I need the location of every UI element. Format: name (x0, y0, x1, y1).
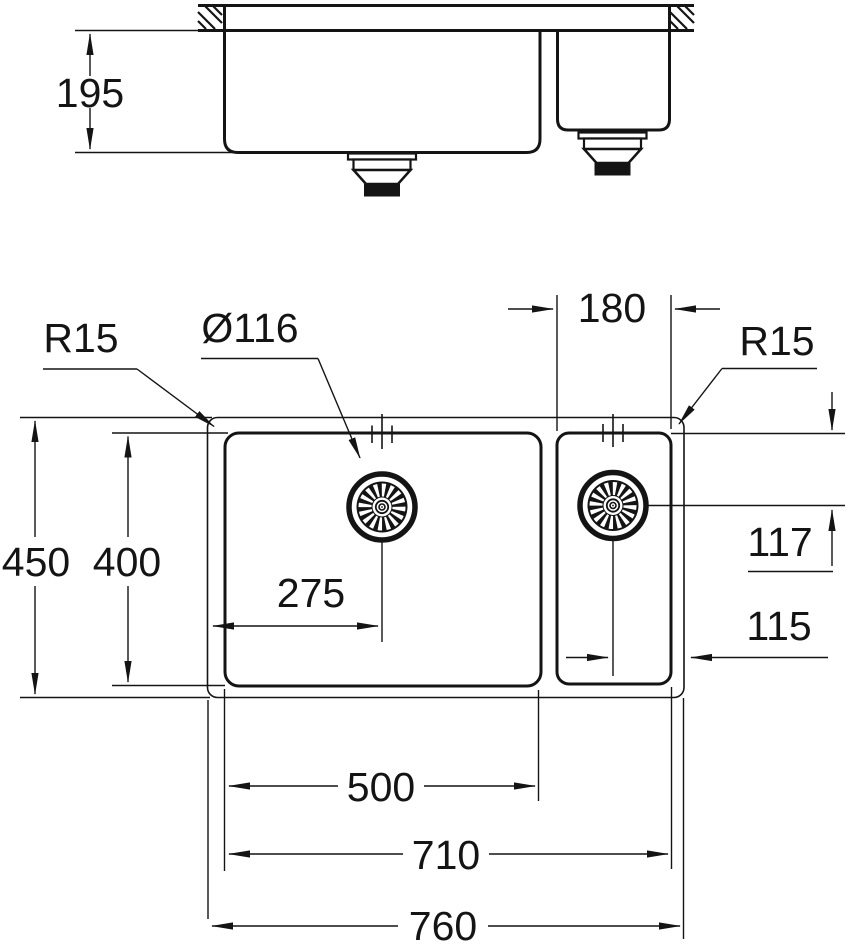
side-view: 195 (56, 4, 695, 198)
r15-right-leader (678, 368, 723, 425)
small-bowl-outline (555, 431, 673, 686)
dim-275-label: 275 (277, 570, 345, 616)
dim-760-label: 760 (409, 903, 477, 945)
dim-500-label: 500 (347, 764, 415, 810)
extension-lines (20, 295, 845, 939)
dim-117-label: 117 (747, 519, 812, 565)
centerlines (371, 414, 624, 676)
plan-view: R15 Ø116 180 R15 450 400 275 117 115 (2, 285, 845, 945)
drain-dia-label: Ø116 (201, 305, 298, 351)
r15-right-label: R15 (739, 318, 814, 364)
main-drain-plan (349, 474, 415, 540)
r15-left-label: R15 (43, 315, 118, 361)
small-drain-side (577, 131, 648, 177)
main-bowl-outline (223, 431, 543, 688)
dim-195-label: 195 (56, 70, 124, 116)
dim-710-label: 710 (412, 832, 480, 878)
dim-180-label: 180 (578, 285, 646, 331)
small-drain-plan (580, 473, 646, 539)
hatch-left (197, 5, 223, 30)
r15-left-leader (136, 368, 215, 428)
dim-115-label: 115 (746, 603, 811, 649)
main-drain-side (346, 152, 418, 198)
main-bowl-section (223, 30, 542, 154)
dim-450-label: 450 (2, 539, 70, 585)
drain-dia-leader (317, 358, 361, 459)
hatch-right (669, 5, 695, 30)
dim-400-label: 400 (93, 539, 161, 585)
small-bowl-section (556, 30, 671, 132)
